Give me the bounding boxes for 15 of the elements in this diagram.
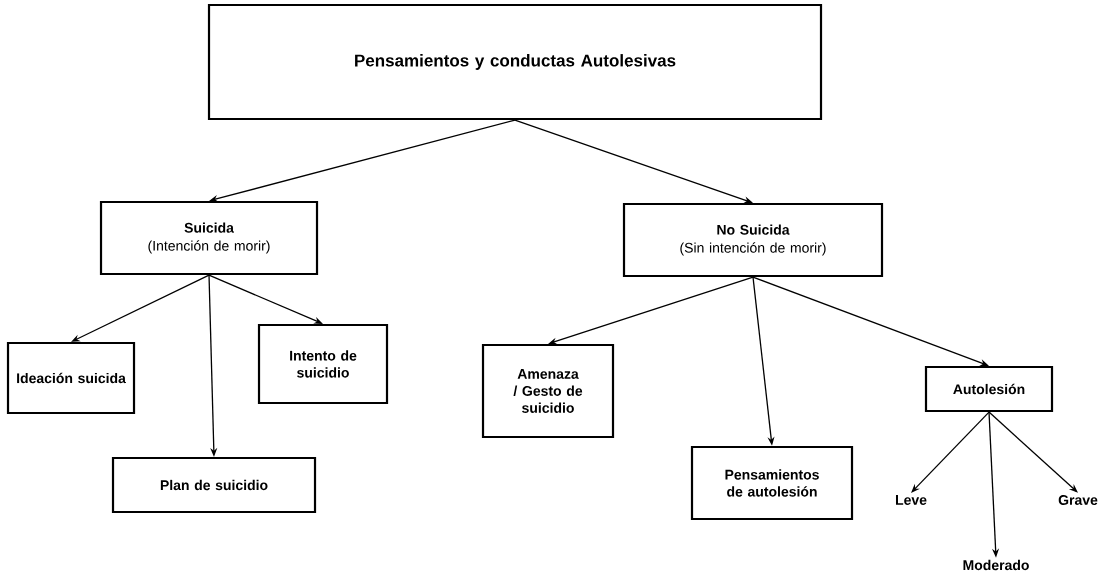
concept-box: Amenaza / Gesto de suicidio bbox=[481, 343, 615, 439]
category-label: Grave bbox=[1058, 495, 1098, 505]
concept-box: Intento de suicidio bbox=[257, 323, 389, 405]
concept-box: Pensamientos y conductas Autolesivas bbox=[207, 3, 823, 121]
arrow bbox=[911, 411, 990, 493]
concept-box: Pensamientos de autolesión bbox=[690, 445, 854, 521]
concept-box: Autolesión bbox=[924, 365, 1054, 413]
category-label: Leve bbox=[896, 495, 927, 505]
concept-box: Ideación suicida bbox=[6, 341, 136, 415]
category-label: Moderado bbox=[963, 559, 1029, 571]
concept-box: Suicida (Intención de morir) bbox=[99, 200, 319, 276]
concept-box: No Suicida (Sin intención de morir) bbox=[622, 202, 884, 278]
concept-box: Plan de suicidio bbox=[111, 456, 317, 514]
arrow bbox=[988, 411, 1078, 493]
arrow bbox=[71, 274, 210, 342]
